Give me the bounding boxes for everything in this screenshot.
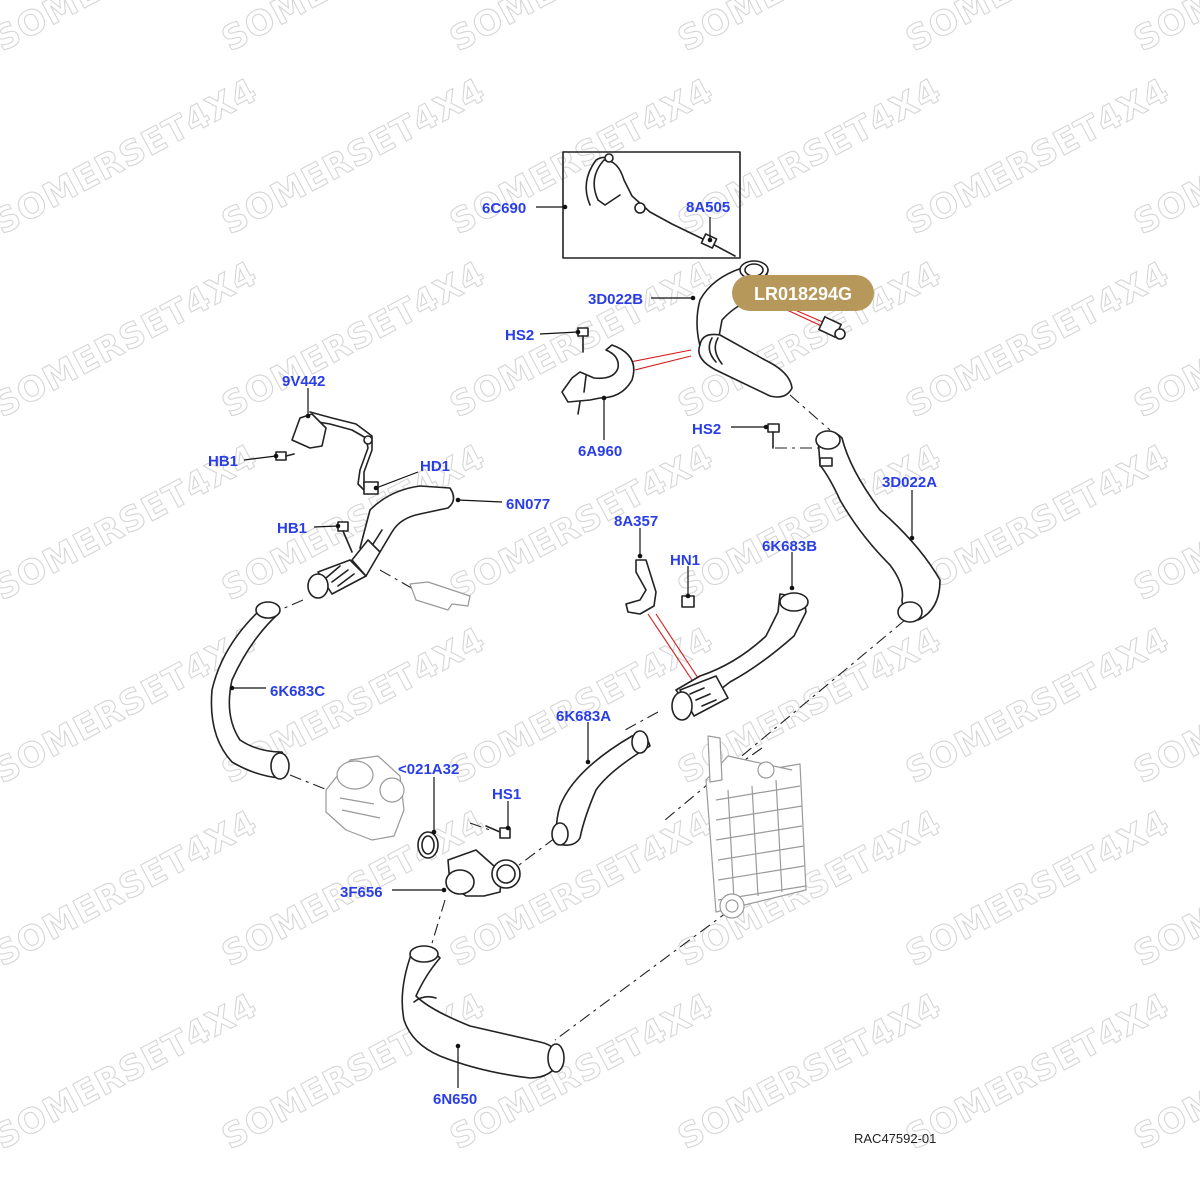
turbocharger-ghost (325, 755, 405, 841)
badge-part-number[interactable]: LR018294G (754, 284, 852, 304)
pipe-3d022a[interactable] (815, 430, 941, 623)
o-ring-021a32[interactable] (417, 831, 439, 859)
highlighted-part-badge[interactable]: LR018294G (732, 275, 874, 311)
bolt-hb1-top[interactable] (275, 451, 295, 461)
pipe-9v442[interactable] (291, 411, 373, 495)
label-hd1[interactable]: HD1 (420, 458, 450, 475)
label-3d022b[interactable]: 3D022B (588, 291, 643, 308)
label-hb1-top[interactable]: HB1 (208, 453, 238, 470)
label-3d022a[interactable]: 3D022A (882, 474, 937, 491)
label-hb1-middle[interactable]: HB1 (277, 520, 307, 537)
intake-pipe-left[interactable] (307, 539, 381, 599)
label-021a32[interactable]: <021A32 (398, 761, 459, 778)
bracket-8a357[interactable] (625, 559, 657, 615)
badge-background (732, 275, 874, 311)
drawing-reference: RAC47592-01 (854, 1131, 936, 1146)
label-hs2-middle[interactable]: HS2 (692, 421, 721, 438)
bolt-hs1[interactable] (485, 825, 511, 839)
callout-labels: 6C690 8A505 3D022B HS2 6A960 HS2 3D022A … (208, 199, 937, 1108)
label-8a505[interactable]: 8A505 (686, 199, 730, 216)
sensor-lr018294g[interactable] (818, 316, 846, 340)
label-6a960[interactable]: 6A960 (578, 443, 622, 460)
label-hs1[interactable]: HS1 (492, 786, 521, 803)
label-6c690[interactable]: 6C690 (482, 200, 526, 217)
watermark-text: SOMERSET4X4 (1127, 0, 1200, 60)
label-6k683c[interactable]: 6K683C (270, 683, 325, 700)
label-8a357[interactable]: 8A357 (614, 513, 658, 530)
label-hn1[interactable]: HN1 (670, 552, 700, 569)
bracket-6a960[interactable] (561, 344, 635, 415)
pipe-6c690-group[interactable] (562, 151, 741, 259)
label-6n077[interactable]: 6N077 (506, 496, 550, 513)
inset-frame (562, 151, 741, 259)
watermark-layer: SOMERSET4X4SOMERSET4X4SOMERSET4X4SOMERSE… (0, 0, 1200, 1158)
label-9v442[interactable]: 9V442 (282, 373, 325, 390)
bolt-hs2-middle[interactable] (767, 423, 780, 449)
label-3f656[interactable]: 3F656 (340, 884, 383, 901)
label-6k683a[interactable]: 6K683A (556, 708, 611, 725)
elbow-3f656[interactable] (445, 849, 521, 897)
hose-6k683a[interactable] (551, 730, 651, 846)
highlight-leaders (629, 309, 833, 681)
bracket-ghost-left (409, 581, 471, 611)
label-hs2-top[interactable]: HS2 (505, 327, 534, 344)
intercooler-ghost (705, 735, 807, 919)
hose-6n650[interactable] (401, 945, 565, 1079)
label-6k683b[interactable]: 6K683B (762, 538, 817, 555)
leader-lines (232, 206, 913, 1088)
label-6n650[interactable]: 6N650 (433, 1091, 477, 1108)
pipe-6k683b[interactable] (671, 592, 809, 721)
hose-6k683c[interactable] (210, 601, 290, 780)
leader-dots (229, 204, 915, 1049)
